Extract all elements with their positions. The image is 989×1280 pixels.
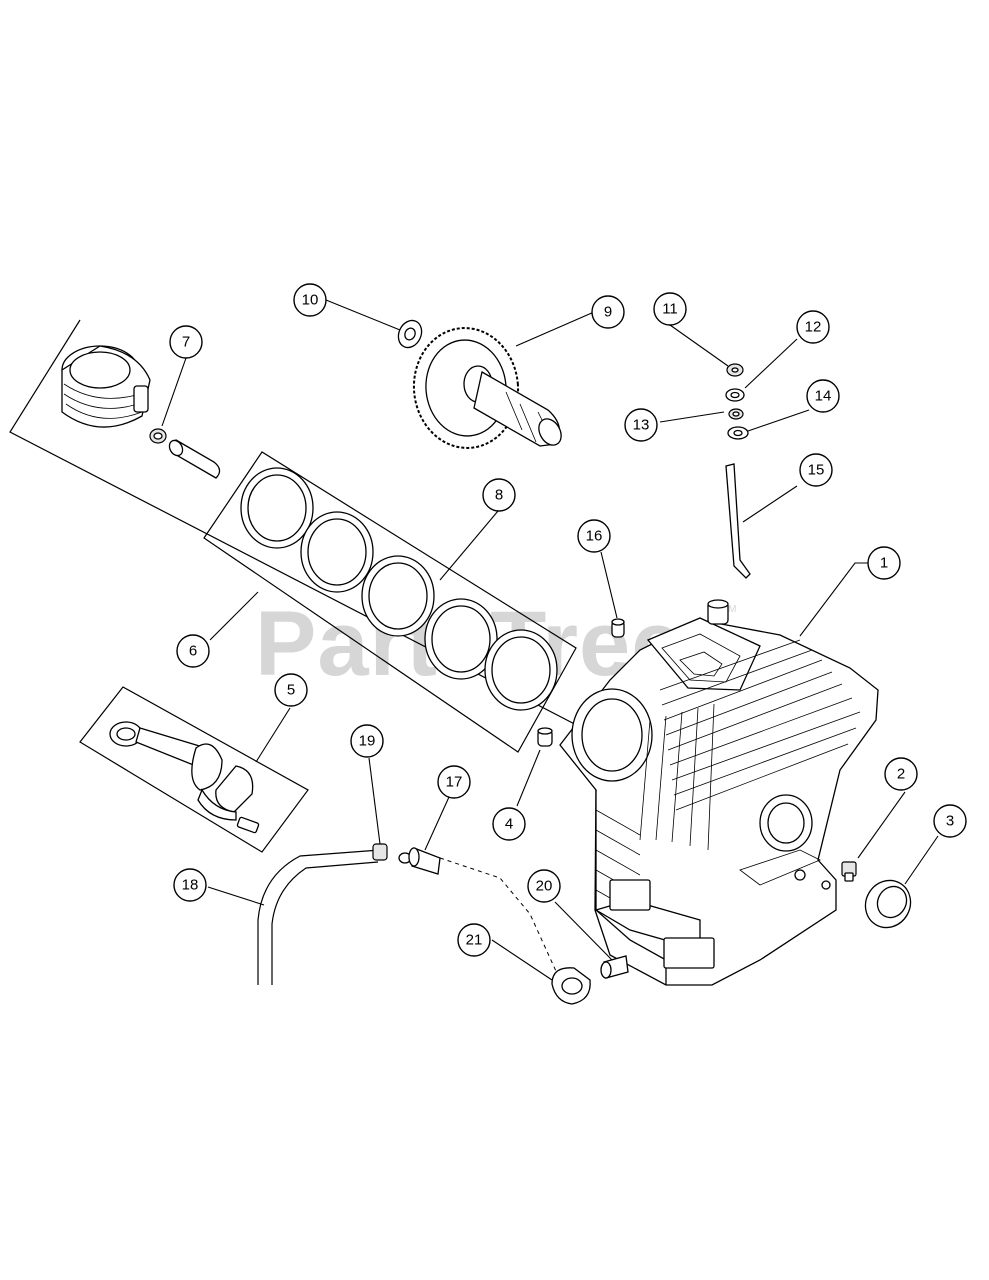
callout-15[interactable]: 15 xyxy=(799,453,833,487)
callout-19[interactable]: 19 xyxy=(350,724,384,758)
callout-13[interactable]: 13 xyxy=(624,408,658,442)
watermark-trademark: TM xyxy=(722,604,736,615)
callout-17-label: 17 xyxy=(446,774,463,791)
callout-12-label: 12 xyxy=(805,319,822,336)
callout-6-label: 6 xyxy=(189,643,197,660)
callout-3-label: 3 xyxy=(946,813,954,830)
breather-valve[interactable] xyxy=(398,847,441,875)
piston-pin-retainer[interactable] xyxy=(149,428,167,444)
callout-18-label: 18 xyxy=(182,877,199,894)
governor-spacer[interactable] xyxy=(728,408,744,420)
callout-7-label: 7 xyxy=(182,334,190,351)
piston[interactable] xyxy=(61,345,151,428)
callout-12[interactable]: 12 xyxy=(796,310,830,344)
piston-pin[interactable] xyxy=(167,438,221,479)
callout-8[interactable]: 8 xyxy=(482,478,516,512)
callout-3[interactable]: 3 xyxy=(933,804,967,838)
callout-20[interactable]: 20 xyxy=(527,869,561,903)
callout-5-label: 5 xyxy=(287,682,295,699)
callout-2[interactable]: 2 xyxy=(884,757,918,791)
callout-9[interactable]: 9 xyxy=(591,295,625,329)
connecting-rod[interactable] xyxy=(109,721,260,834)
breather-routing-line xyxy=(439,857,561,981)
callout-13-label: 13 xyxy=(633,417,650,434)
callout-21-label: 21 xyxy=(466,932,483,949)
callout-2-label: 2 xyxy=(897,766,905,783)
callout-11-label: 11 xyxy=(662,301,678,318)
callout-5[interactable]: 5 xyxy=(274,673,308,707)
oil-seal[interactable] xyxy=(857,872,919,936)
camshaft[interactable] xyxy=(409,324,566,453)
callout-14[interactable]: 14 xyxy=(806,379,840,413)
callout-16[interactable]: 16 xyxy=(577,519,611,553)
piston-ring-5 xyxy=(484,629,558,711)
callout-6[interactable]: 6 xyxy=(176,634,210,668)
piston-ring-set[interactable] xyxy=(203,451,577,753)
piston-ring-3 xyxy=(361,555,435,637)
camshaft-washer[interactable] xyxy=(394,317,426,352)
connecting-rod-group xyxy=(79,686,309,853)
callout-9-label: 9 xyxy=(604,304,612,321)
callout-10[interactable]: 10 xyxy=(293,283,327,317)
ring-set-bracket xyxy=(203,451,577,753)
callout-21[interactable]: 21 xyxy=(457,923,491,957)
callout-11[interactable]: 11 xyxy=(653,292,687,326)
governor-washer-lower[interactable] xyxy=(727,426,749,440)
callout-16-label: 16 xyxy=(586,528,603,545)
breather-elbow[interactable] xyxy=(551,967,591,1005)
governor-shaft[interactable] xyxy=(725,463,751,579)
callout-19-label: 19 xyxy=(359,733,376,750)
leader-lines xyxy=(161,299,939,981)
piston-ring-1 xyxy=(240,467,314,549)
governor-nut[interactable] xyxy=(726,363,744,377)
callout-7[interactable]: 7 xyxy=(169,325,203,359)
callout-18[interactable]: 18 xyxy=(173,868,207,902)
callout-17[interactable]: 17 xyxy=(437,765,471,799)
piston-group xyxy=(9,319,591,733)
piston-ring-2 xyxy=(300,511,374,593)
breather-hose[interactable] xyxy=(257,849,561,985)
dowel-pin-upper[interactable] xyxy=(611,618,625,638)
hose-clamp[interactable] xyxy=(372,843,388,861)
breather-fitting[interactable] xyxy=(600,955,629,979)
dowel-pin-lower[interactable] xyxy=(537,727,553,747)
callout-4-label: 4 xyxy=(505,816,513,833)
drain-plug[interactable] xyxy=(841,861,857,882)
callout-10-label: 10 xyxy=(302,292,319,309)
crankcase[interactable] xyxy=(559,599,879,986)
callout-1[interactable]: 1 xyxy=(867,546,901,580)
piston-ring-4 xyxy=(424,598,498,680)
rod-bracket xyxy=(79,686,309,853)
callout-4[interactable]: 4 xyxy=(492,807,526,841)
callout-15-label: 15 xyxy=(808,462,825,479)
callout-1-label: 1 xyxy=(880,555,888,572)
callout-8-label: 8 xyxy=(495,487,503,504)
callout-20-label: 20 xyxy=(536,878,553,895)
governor-washer-upper[interactable] xyxy=(725,388,745,402)
callout-14-label: 14 xyxy=(815,388,832,405)
